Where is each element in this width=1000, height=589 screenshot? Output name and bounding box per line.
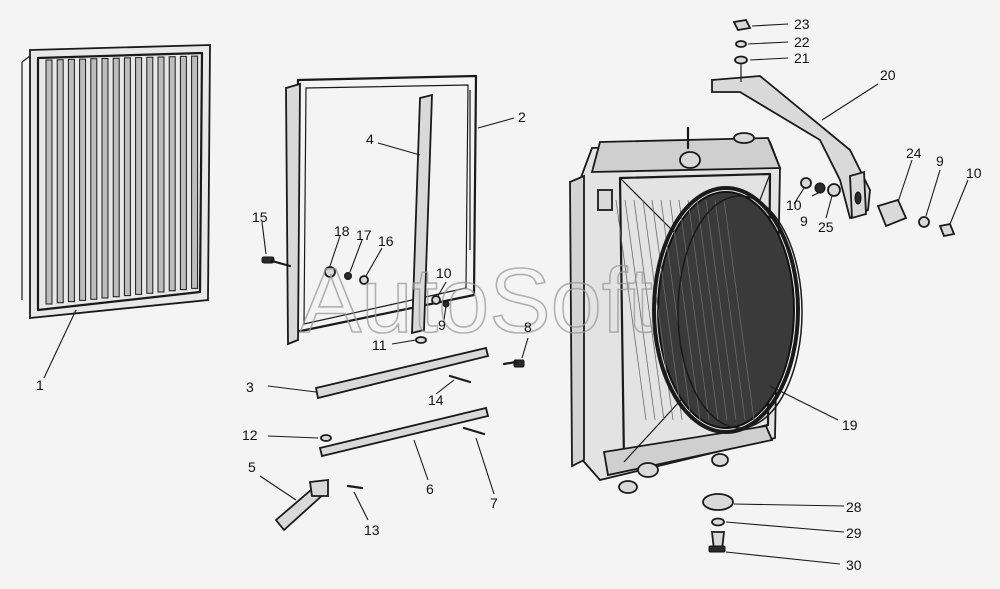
fasteners-top-stack — [732, 19, 752, 82]
watermark-text: AutoSoft — [300, 250, 653, 352]
callout-label-c17: 17 — [356, 227, 372, 243]
callout-label-c9c: 9 — [936, 153, 944, 169]
part-seal-strip — [411, 93, 433, 335]
callout-label-c9a: 9 — [438, 317, 446, 333]
callout-label-c15: 15 — [252, 209, 268, 225]
callout-label-c22: 22 — [794, 34, 810, 50]
callout-label-c3: 3 — [246, 379, 254, 395]
callout-label-c7: 7 — [490, 495, 498, 511]
callout-label-c12: 12 — [242, 427, 258, 443]
callout-label-c9b: 9 — [800, 213, 808, 229]
part-frame-panel — [285, 74, 478, 346]
callout-label-c14: 14 — [428, 392, 444, 408]
callout-label-c2: 2 — [518, 109, 526, 125]
part-support-bracket — [711, 75, 871, 220]
callout-label-c30: 30 — [846, 557, 862, 573]
part-radiator-assembly — [569, 126, 803, 494]
part-bracket-arm — [274, 478, 329, 532]
callout-label-c20: 20 — [880, 67, 896, 83]
callout-label-c23: 23 — [794, 16, 810, 32]
callout-labels: 1234567899910101011121314151617181920212… — [36, 16, 982, 573]
callout-label-c25: 25 — [818, 219, 834, 235]
callout-label-c11: 11 — [372, 337, 387, 353]
callout-label-c19: 19 — [842, 417, 858, 433]
fasteners — [261, 256, 525, 490]
callout-label-c10a: 10 — [436, 265, 452, 281]
fasteners-right-row — [800, 177, 956, 238]
part-bottom-strip — [318, 406, 490, 458]
callout-label-c1: 1 — [36, 377, 44, 393]
leader-lines — [43, 23, 969, 565]
callout-label-c5: 5 — [248, 459, 256, 475]
callout-label-c28: 28 — [846, 499, 862, 515]
callout-label-c6: 6 — [426, 481, 434, 497]
part-louver-grille — [21, 44, 211, 319]
callout-label-c4: 4 — [366, 131, 374, 147]
callout-label-c24: 24 — [906, 145, 922, 161]
part-lower-strip — [314, 346, 490, 400]
fasteners-bottom-mount — [702, 493, 734, 553]
callout-label-c10c: 10 — [966, 165, 982, 181]
callout-label-c29: 29 — [846, 525, 862, 541]
callout-label-c18: 18 — [334, 223, 350, 239]
callout-label-c13: 13 — [364, 522, 380, 538]
callout-label-c8: 8 — [524, 319, 532, 335]
callout-label-c21: 21 — [794, 50, 810, 66]
callout-label-c10b: 10 — [786, 197, 802, 213]
callout-label-c16: 16 — [378, 233, 394, 249]
